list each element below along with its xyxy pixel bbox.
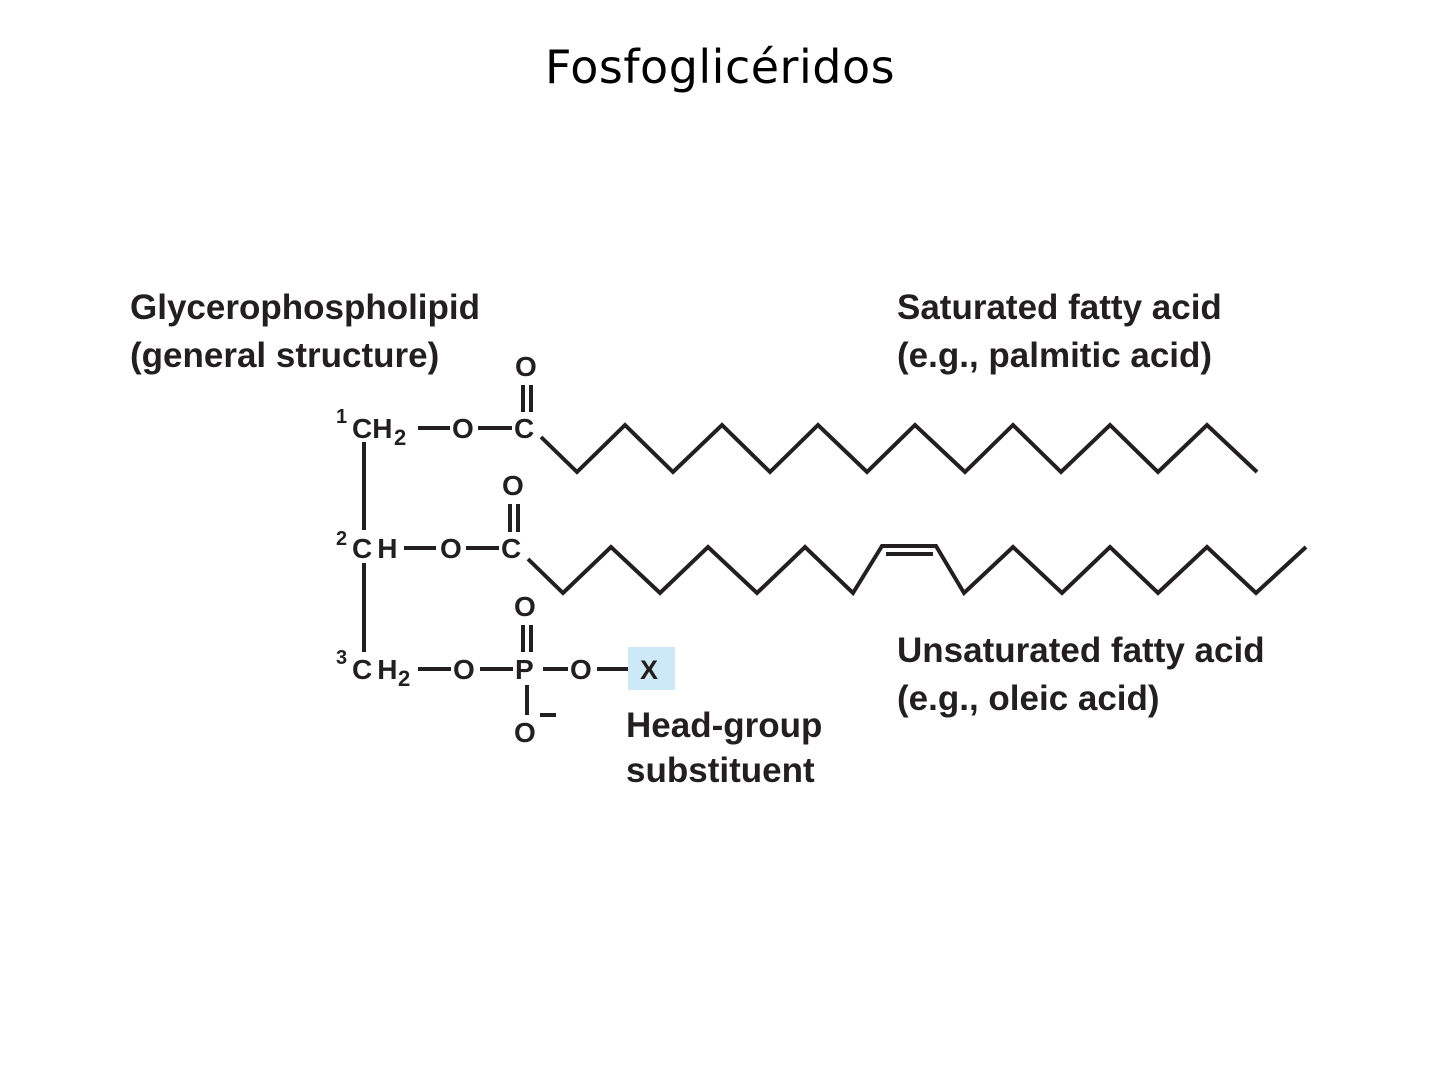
carbonyl-oxygen-1: O [515,351,537,382]
carbon-1-number: 1 [336,406,347,428]
carbonyl-carbon-1: C [514,413,534,444]
carbon-3-group: 3 CH 2 [336,647,410,691]
carbon-3-number: 3 [336,647,347,669]
saturated-example: (e.g., palmitic acid) [897,336,1213,375]
unsaturated-title: Unsaturated fatty acid [897,631,1265,670]
carbon-2-ch: CH [352,533,402,564]
glycerophospholipid-subtitle: (general structure) [130,336,440,375]
carbon-1-ch: CH [352,413,392,444]
phosphorus: P [515,654,534,685]
glycerophospholipid-label: Glycerophospholipid (general structure) [130,284,480,380]
slide-title: Fosfoglicéridos [544,40,896,94]
saturated-fatty-acid-label: Saturated fatty acid (e.g., palmitic aci… [897,284,1222,380]
unsaturated-fatty-acid-chain [526,544,1308,597]
saturated-fatty-acid-chain [539,422,1259,475]
phosphoryl-oxygen: O [514,591,536,622]
head-group-title: Head-group [626,706,823,745]
carbon-3-subscript: 2 [398,666,410,691]
head-group-x: X [640,655,658,685]
carbon-2-number: 2 [336,528,347,550]
head-group-oxygen: O [570,654,592,685]
head-group-highlight [628,647,675,690]
phosphate-ester-oxygen: O [453,654,475,685]
carbon-1-subscript: 2 [394,425,406,450]
carbonyl-carbon-2: C [501,533,521,564]
ester-oxygen-1: O [452,413,474,444]
head-group-subtitle: substituent [626,751,815,790]
unsaturated-fatty-acid-label: Unsaturated fatty acid (e.g., oleic acid… [897,627,1265,723]
saturated-title: Saturated fatty acid [897,288,1222,327]
carbon-3-ch: CH [352,654,402,685]
glycerophospholipid-title: Glycerophospholipid [130,288,481,327]
carbonyl-oxygen-2: O [502,470,524,501]
anionic-oxygen: O [514,717,536,748]
head-group-label: Head-group substituent [626,703,822,793]
carbon-1-group: 1 CH 2 [336,406,406,450]
carbon-2-group: 2 CH [336,528,402,564]
ester-oxygen-2: O [440,533,462,564]
unsaturated-example: (e.g., oleic acid) [897,679,1160,718]
